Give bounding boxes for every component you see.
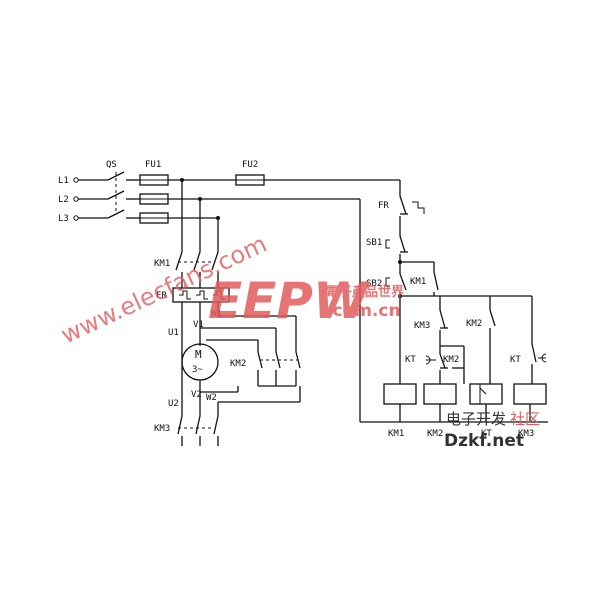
km1-main-contacts <box>175 251 219 288</box>
coil-row <box>383 383 547 422</box>
label-km1-main: KM1 <box>154 259 170 269</box>
km3-delta-contacts <box>177 415 219 446</box>
terminal-l1 <box>73 177 79 183</box>
coil-km1 <box>383 383 417 405</box>
motor-label: M <box>195 348 202 361</box>
dzkf-watermark: 电子开发 社区 Dzkf.net <box>444 410 540 451</box>
coil-label-km2: KM2 <box>427 429 443 439</box>
label-km3-nc: KM3 <box>414 321 430 331</box>
label-sb1: SB1 <box>366 238 382 248</box>
sb1-stop-button <box>385 235 408 274</box>
fr-nc-contact <box>399 195 425 236</box>
kt-nc-contact <box>425 346 448 384</box>
km2-star-contacts <box>257 351 301 387</box>
label-u1: U1 <box>168 328 179 338</box>
eepw-logo-text: EEPW <box>208 272 371 330</box>
motor-phase: 3~ <box>192 365 203 375</box>
label-kt-no: KT <box>510 355 521 365</box>
eepw-logo: EEPW 電子產品世界 .com.cn <box>208 272 404 330</box>
fr-thermal-element <box>172 287 230 335</box>
km2-aux-contact <box>489 309 496 384</box>
label-km3-main: KM3 <box>154 424 170 434</box>
label-fu2: FU2 <box>242 160 258 170</box>
label-w1: W1 <box>211 309 222 319</box>
label-l1: L1 <box>58 176 69 186</box>
label-km2-nc: KM2 <box>443 355 459 365</box>
label-km1-aux: KM1 <box>410 277 426 287</box>
coil-label-kt: KT <box>481 429 492 439</box>
label-km2-main: KM2 <box>230 359 246 369</box>
dzkf-cn-highlight: 社区 <box>510 410 540 428</box>
label-qs: QS <box>106 160 117 170</box>
coil-label-km1: KM1 <box>388 429 404 439</box>
label-u2: U2 <box>168 399 179 409</box>
label-w2: W2 <box>206 393 217 403</box>
fu1-fuses <box>139 174 169 224</box>
eepw-logo-com: .com.cn <box>326 301 401 321</box>
coil-km3 <box>513 383 547 405</box>
label-v2: V2 <box>191 390 202 400</box>
label-kt-nc: KT <box>405 355 416 365</box>
coil-km2 <box>423 383 457 405</box>
motor: M 3~ <box>181 343 219 381</box>
label-fr-main: FR <box>156 291 167 301</box>
dzkf-cn-text: 电子开发 <box>446 410 506 428</box>
label-fr-ctrl: FR <box>378 201 389 211</box>
sb2-start-button <box>385 273 407 384</box>
label-l3: L3 <box>58 214 69 224</box>
label-sb2: SB2 <box>366 279 382 289</box>
terminal-l3 <box>73 215 79 221</box>
dzkf-net-text: Dzkf.net <box>444 431 524 451</box>
km1-aux-contact <box>433 262 439 296</box>
terminal-l2 <box>73 196 79 202</box>
label-fu1: FU1 <box>145 160 161 170</box>
eepw-logo-cn: 電子產品世界 <box>326 284 404 300</box>
qs-switch <box>78 171 140 219</box>
label-l2: L2 <box>58 195 69 205</box>
coil-label-km3: KM3 <box>518 429 534 439</box>
label-v1: V1 <box>193 320 204 330</box>
kt-no-contact <box>531 343 547 384</box>
km3-nc-contact <box>439 309 448 346</box>
label-km2-aux: KM2 <box>466 319 482 329</box>
